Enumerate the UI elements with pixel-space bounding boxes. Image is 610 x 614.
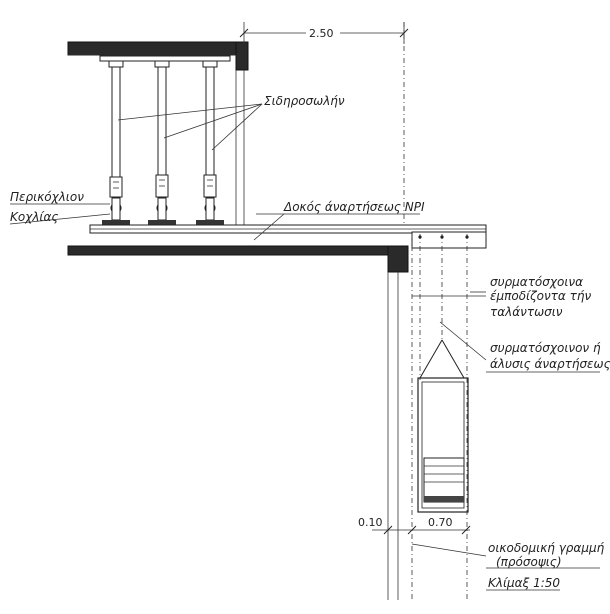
dimension-bottom: 0.10 0.70	[358, 516, 471, 535]
upper-wall-edge	[235, 70, 245, 232]
label-cables-line1: συρματόσχοινα	[490, 275, 583, 289]
label-building-line2: (πρόσοψις)	[496, 555, 562, 569]
label-cable-line1: συρματόσχοινον ή	[490, 341, 601, 355]
lower-slab	[67, 245, 409, 273]
label-cables-line3: ταλάντωσιν	[490, 305, 563, 319]
label-beam: Δοκός άναρτήσεως NPI	[283, 200, 425, 214]
dimension-top: 2.50	[239, 22, 409, 44]
label-building-line1: οικοδομική γραμμή	[488, 541, 605, 555]
hanging-beam	[89, 224, 487, 249]
label-scale: Κλίμαξ 1:50	[488, 576, 560, 590]
label-iron-pipe: Σιδηροσωλήν	[264, 94, 345, 108]
label-screw: Κοχλίας	[10, 210, 58, 224]
pipe-props	[99, 55, 231, 225]
dimension-bucket-width: 0.70	[428, 516, 453, 529]
dimension-top-label: 2.50	[309, 27, 334, 40]
label-cable-line2: άλυσις άναρτήσεως	[490, 357, 610, 371]
label-nut: Περικόχλιον	[10, 190, 84, 204]
upper-slab	[67, 41, 249, 71]
suspension-cables	[411, 234, 469, 600]
label-cables-line2: έμποδίζοντα τήν	[490, 289, 591, 303]
leader-lines	[9, 103, 600, 591]
hanging-platform	[417, 339, 469, 513]
dimension-left-gap: 0.10	[358, 516, 383, 529]
lower-wall	[387, 272, 399, 600]
annotations: Σιδηροσωλήν Περικόχλιον Κοχλίας Δοκός άν…	[10, 94, 610, 590]
